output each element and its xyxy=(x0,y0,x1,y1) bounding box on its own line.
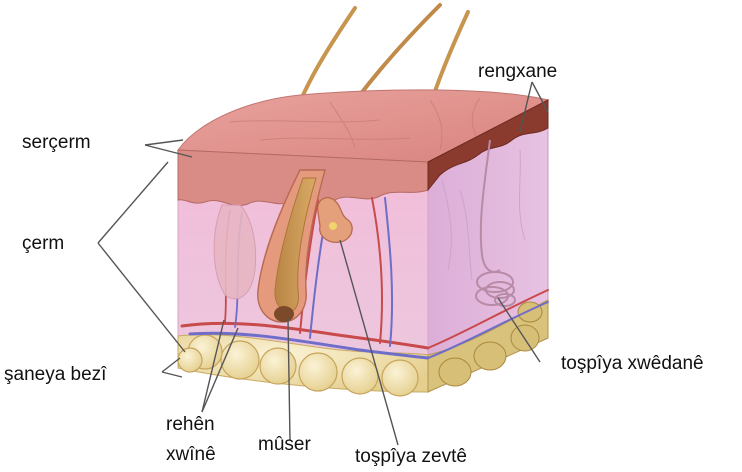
label-cerm: çerm xyxy=(22,233,64,254)
label-saneya-bezi: şaneya bezî xyxy=(4,364,107,385)
label-sercerm: serçerm xyxy=(22,132,91,153)
label-tospiya-zevte: toşpîya zevtê xyxy=(355,446,467,467)
label-rehen: rehên xyxy=(166,414,215,435)
hair-bulb xyxy=(274,306,294,322)
label-muser: mûser xyxy=(258,434,311,455)
label-tospiya-xwedane: toşpîya xwêdanê xyxy=(561,353,704,374)
label-rengxane: rengxane xyxy=(478,61,557,82)
label-xwine: xwînê xyxy=(166,444,216,465)
